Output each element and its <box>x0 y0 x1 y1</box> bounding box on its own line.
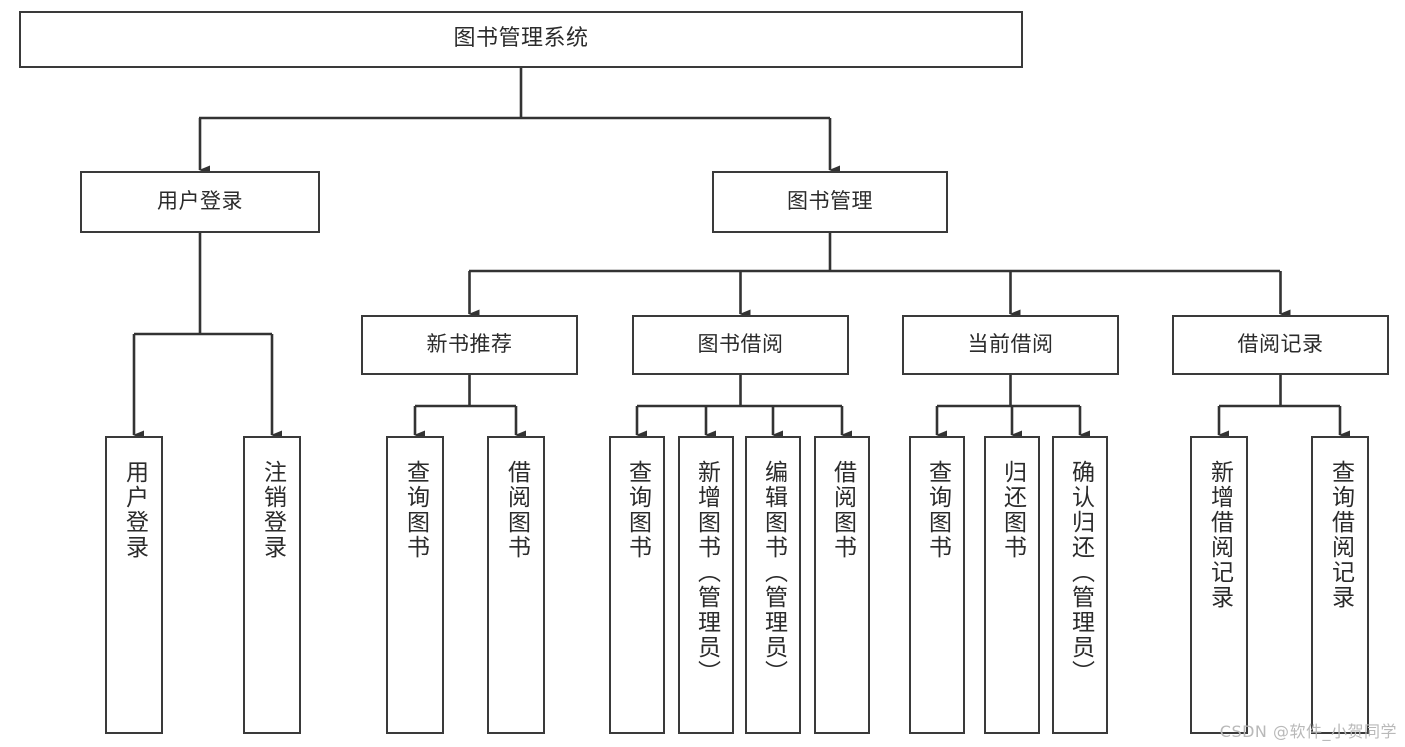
node-label: 归还图书 <box>999 460 1026 560</box>
node-label: 查询图书 <box>624 460 651 560</box>
node-label: 用户登录 <box>121 460 148 560</box>
node-leaf-borrow-4[interactable]: 借阅图书 <box>814 436 870 734</box>
node-label: 图书借阅 <box>697 332 784 357</box>
node-leaf-cur-3[interactable]: 确认归还（管理员） <box>1052 436 1108 734</box>
node-borrow[interactable]: 图书借阅 <box>632 315 849 375</box>
node-root[interactable]: 图书管理系统 <box>19 11 1023 68</box>
node-leaf-borrow-1[interactable]: 查询图书 <box>609 436 665 734</box>
node-leaf-rec-1[interactable]: 新增借阅记录 <box>1190 436 1248 734</box>
node-label: 用户登录 <box>157 189 243 214</box>
node-bookmgmt[interactable]: 图书管理 <box>712 171 948 233</box>
node-leaf-cur-2[interactable]: 归还图书 <box>984 436 1040 734</box>
node-label: 查询图书 <box>402 460 429 560</box>
node-leaf-login-2[interactable]: 注销登录 <box>243 436 301 734</box>
node-leaf-cur-1[interactable]: 查询图书 <box>909 436 965 734</box>
node-leaf-new-1[interactable]: 查询图书 <box>386 436 444 734</box>
node-leaf-login-1[interactable]: 用户登录 <box>105 436 163 734</box>
node-label: 注销登录 <box>259 460 286 560</box>
node-label: 当前借阅 <box>967 332 1054 357</box>
node-leaf-new-2[interactable]: 借阅图书 <box>487 436 545 734</box>
csdn-watermark: CSDN @软件_小贺同学 <box>1219 722 1397 741</box>
node-label: 借阅图书 <box>503 460 530 560</box>
node-label: 借阅记录 <box>1237 332 1324 357</box>
node-leaf-rec-2[interactable]: 查询借阅记录 <box>1311 436 1369 734</box>
node-label: 新书推荐 <box>426 332 513 357</box>
node-newbook[interactable]: 新书推荐 <box>361 315 578 375</box>
node-label: 新增图书（管理员） <box>693 460 720 685</box>
node-label: 图书管理系统 <box>453 26 589 52</box>
node-records[interactable]: 借阅记录 <box>1172 315 1389 375</box>
node-login[interactable]: 用户登录 <box>80 171 320 233</box>
node-label: 查询图书 <box>924 460 951 560</box>
node-leaf-borrow-3[interactable]: 编辑图书（管理员） <box>745 436 801 734</box>
node-current[interactable]: 当前借阅 <box>902 315 1119 375</box>
node-label: 查询借阅记录 <box>1327 460 1354 610</box>
edge-lines <box>132 68 1350 440</box>
node-label: 新增借阅记录 <box>1206 460 1233 610</box>
node-label: 编辑图书（管理员） <box>760 460 787 685</box>
node-label: 确认归还（管理员） <box>1067 460 1094 685</box>
node-label: 图书管理 <box>787 189 873 214</box>
node-label: 借阅图书 <box>829 460 856 560</box>
node-leaf-borrow-2[interactable]: 新增图书（管理员） <box>678 436 734 734</box>
